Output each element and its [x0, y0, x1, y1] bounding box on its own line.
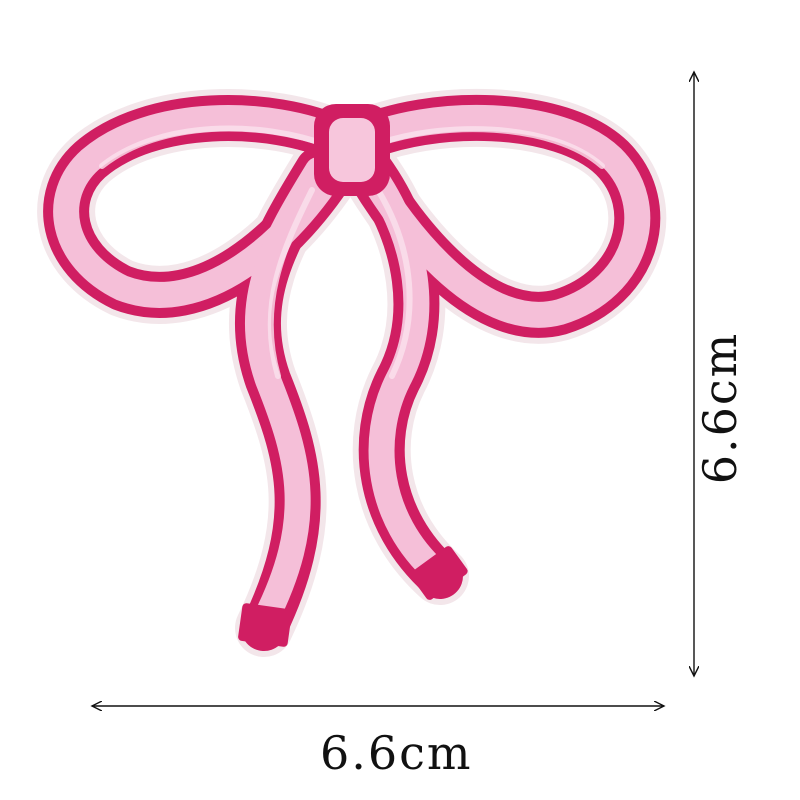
ribbon-face: [53, 104, 651, 635]
right-tail-end: [410, 546, 468, 600]
width-label: 6.6cm: [320, 726, 473, 780]
ribbon-sheen: [99, 125, 605, 379]
bow-patch: [37, 88, 667, 657]
left-tail-end: [238, 603, 292, 647]
height-label: 6.6cm: [693, 331, 747, 485]
bow-knot-face: [329, 118, 375, 182]
